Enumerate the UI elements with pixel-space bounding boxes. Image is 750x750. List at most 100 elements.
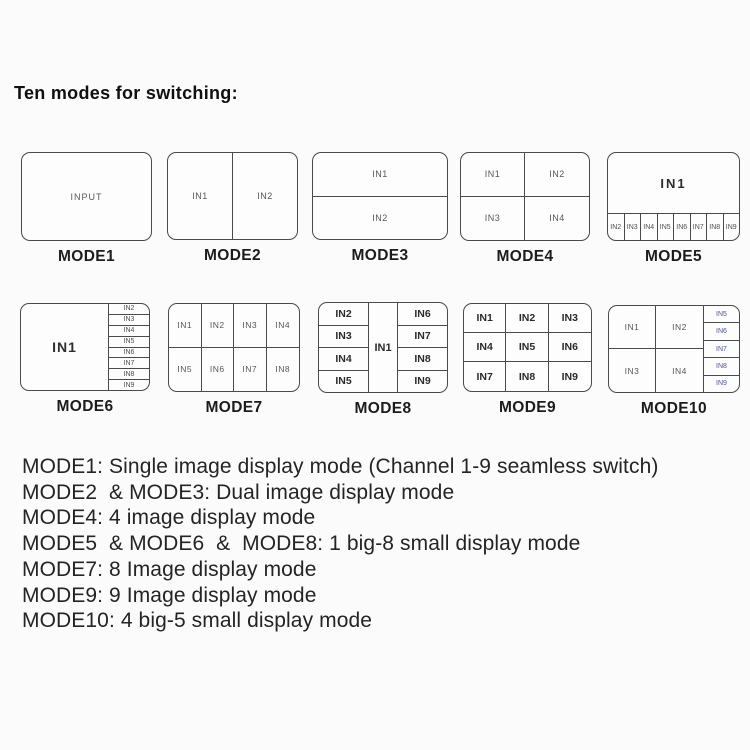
mode10-screen: IN1 IN2 IN3 IN4 IN5 IN6 IN7 IN8 IN9 — [608, 305, 740, 393]
description-mode7: MODE7: 8 Image display mode — [22, 557, 317, 581]
mode1-screen: INPUT — [21, 152, 152, 241]
mode8-cell-in3: IN3 — [319, 324, 368, 348]
mode10-label: MODE10 — [640, 400, 708, 417]
mode7-cell-in6: IN6 — [202, 347, 234, 391]
description-mode1: MODE1: Single image display mode (Channe… — [22, 455, 659, 478]
mode6-screen: IN1 IN2 IN3 IN4 IN5 IN6 IN7 IN8 IN9 — [20, 303, 150, 391]
mode3-cell-in1: IN1 — [313, 153, 447, 197]
mode10-cell-in5: IN5 — [716, 310, 727, 318]
mode10-diagram: IN1 IN2 IN3 IN4 IN5 IN6 IN7 IN8 IN9 MODE… — [608, 305, 740, 418]
mode9-diagram: IN1 IN2 IN3 IN4 IN5 IN6 IN7 IN8 IN9 MODE… — [463, 303, 592, 417]
mode4-cell-in4: IN4 — [549, 213, 565, 224]
mode8-cell-in2: IN2 — [335, 307, 352, 320]
mode7-cell-in2: IN2 — [201, 304, 234, 348]
mode9-cell-in8: IN8 — [506, 362, 549, 391]
description-mode4: MODE4: 4 image display mode — [22, 506, 316, 530]
mode1-diagram: INPUT MODE1 — [21, 152, 152, 266]
mode6-cell-in2: IN2 — [123, 305, 135, 313]
mode10-cell-in3: IN3 — [609, 349, 656, 392]
mode5-diagram: IN1 IN2 IN3 IN4 IN5 IN6 IN7 IN8 IN9 MODE… — [607, 152, 740, 266]
mode2-screen: IN1 IN2 — [167, 152, 298, 240]
mode5-label: MODE5 — [644, 248, 703, 265]
mode9-cell-in4: IN4 — [464, 333, 507, 362]
mode10-cell-in6: IN6 — [704, 322, 739, 339]
mode10-small-column: IN5 IN6 IN7 IN8 IN9 — [703, 306, 739, 392]
mode9-cell-in7: IN7 — [464, 362, 507, 391]
mode6-cell-in1: IN1 — [52, 339, 77, 355]
mode8-diagram: IN2 IN3 IN4 IN5 IN1 IN6 IN7 IN8 IN9 MODE… — [318, 302, 448, 418]
mode9-cell-in3: IN3 — [548, 304, 591, 333]
mode7-label: MODE7 — [205, 399, 263, 416]
mode2-cell-in2: IN2 — [257, 191, 273, 201]
mode8-cell-in9: IN9 — [398, 369, 447, 393]
mode1-label: MODE1 — [57, 248, 116, 265]
mode2-diagram: IN1 IN2 MODE2 — [167, 152, 298, 265]
mode8-right-column: IN6 IN7 IN8 IN9 — [398, 303, 447, 392]
mode5-cell-in2: IN2 — [610, 223, 622, 231]
mode9-cell-in1: IN1 — [464, 304, 507, 333]
mode6-small-column: IN2 IN3 IN4 IN5 IN6 IN7 IN8 IN9 — [108, 304, 149, 390]
description-mode5-6-8: MODE5 & MODE6 & MODE8: 1 big-8 small dis… — [22, 532, 581, 556]
mode2-label: MODE2 — [203, 247, 262, 264]
mode7-cell-in4: IN4 — [266, 304, 299, 348]
mode9-screen: IN1 IN2 IN3 IN4 IN5 IN6 IN7 IN8 IN9 — [463, 303, 592, 392]
mode3-label: MODE3 — [351, 247, 409, 264]
mode6-cell-in9: IN9 — [109, 379, 149, 390]
mode6-cell-in4: IN4 — [109, 324, 149, 336]
mode10-cell-in4: IN4 — [672, 365, 687, 376]
mode3-cell-in2: IN2 — [372, 212, 388, 223]
mode5-cell-in9: IN9 — [722, 214, 740, 240]
mode1-cell-input: INPUT — [70, 191, 103, 202]
mode4-cell-in1: IN1 — [461, 153, 525, 197]
mode8-cell-in5: IN5 — [319, 369, 368, 393]
mode10-cell-in8: IN8 — [704, 357, 739, 374]
description-mode2-3: MODE2 & MODE3: Dual image display mode — [22, 480, 455, 504]
mode9-label: MODE9 — [498, 399, 557, 416]
mode10-cell-in1: IN1 — [609, 306, 656, 349]
mode8-cell-in4: IN4 — [319, 347, 368, 370]
mode3-screen: IN1 IN2 — [312, 152, 448, 240]
mode5-cell-in1: IN1 — [660, 175, 687, 191]
mode5-cell-in6: IN6 — [673, 214, 690, 240]
description-mode9: MODE9: 9 Image display mode — [22, 583, 317, 607]
mode6-cell-in3: IN3 — [109, 313, 149, 325]
description-mode10: MODE10: 4 big-5 small display mode — [22, 609, 373, 633]
mode7-cell-in1: IN1 — [169, 304, 202, 348]
mode9-cell-in9: IN9 — [561, 370, 578, 383]
mode6-cell-in8: IN8 — [109, 368, 149, 379]
mode10-cell-in9: IN9 — [704, 374, 739, 392]
mode7-cell-in7: IN7 — [234, 347, 267, 391]
mode8-label: MODE8 — [354, 400, 412, 417]
mode7-cell-in3: IN3 — [234, 304, 267, 348]
mode9-cell-in5: IN5 — [506, 333, 549, 362]
mode9-cell-in6: IN6 — [548, 333, 591, 362]
mode10-cell-in7: IN7 — [704, 339, 739, 357]
mode7-screen: IN1 IN2 IN3 IN4 IN5 IN6 IN7 IN8 — [168, 303, 300, 392]
mode6-cell-in5: IN5 — [109, 335, 149, 347]
mode4-cell-in2: IN2 — [525, 153, 589, 197]
page-title: Ten modes for switching: — [14, 83, 238, 103]
mode4-label: MODE4 — [496, 248, 554, 265]
mode6-cell-in6: IN6 — [109, 346, 149, 358]
mode4-cell-in3: IN3 — [461, 196, 525, 240]
mode10-cell-in2: IN2 — [656, 306, 703, 349]
mode8-cell-in7: IN7 — [398, 324, 447, 348]
mode3-diagram: IN1 IN2 MODE3 — [312, 152, 448, 265]
mode9-cell-in2: IN2 — [506, 304, 549, 333]
mode8-cell-in8: IN8 — [398, 347, 447, 370]
mode5-cell-in4: IN4 — [640, 214, 657, 240]
mode8-screen: IN2 IN3 IN4 IN5 IN1 IN6 IN7 IN8 IN9 — [318, 302, 448, 393]
mode6-label: MODE6 — [56, 398, 114, 415]
mode4-diagram: IN1 IN2 IN3 IN4 MODE4 — [460, 152, 590, 266]
mode8-cell-in1: IN1 — [368, 303, 398, 392]
mode5-cell-in5: IN5 — [656, 214, 674, 240]
mode7-cell-in5: IN5 — [169, 347, 202, 391]
mode5-screen: IN1 IN2 IN3 IN4 IN5 IN6 IN7 IN8 IN9 — [607, 152, 740, 241]
mode-descriptions: MODE1: Single image display mode (Channe… — [22, 454, 742, 634]
mode2-cell-in1: IN1 — [168, 153, 233, 239]
mode5-cell-in3: IN3 — [623, 214, 641, 240]
mode6-diagram: IN1 IN2 IN3 IN4 IN5 IN6 IN7 IN8 IN9 MODE… — [20, 303, 150, 416]
mode8-cell-in6: IN6 — [414, 307, 431, 320]
mode10-big-grid: IN1 IN2 IN3 IN4 — [609, 306, 703, 392]
